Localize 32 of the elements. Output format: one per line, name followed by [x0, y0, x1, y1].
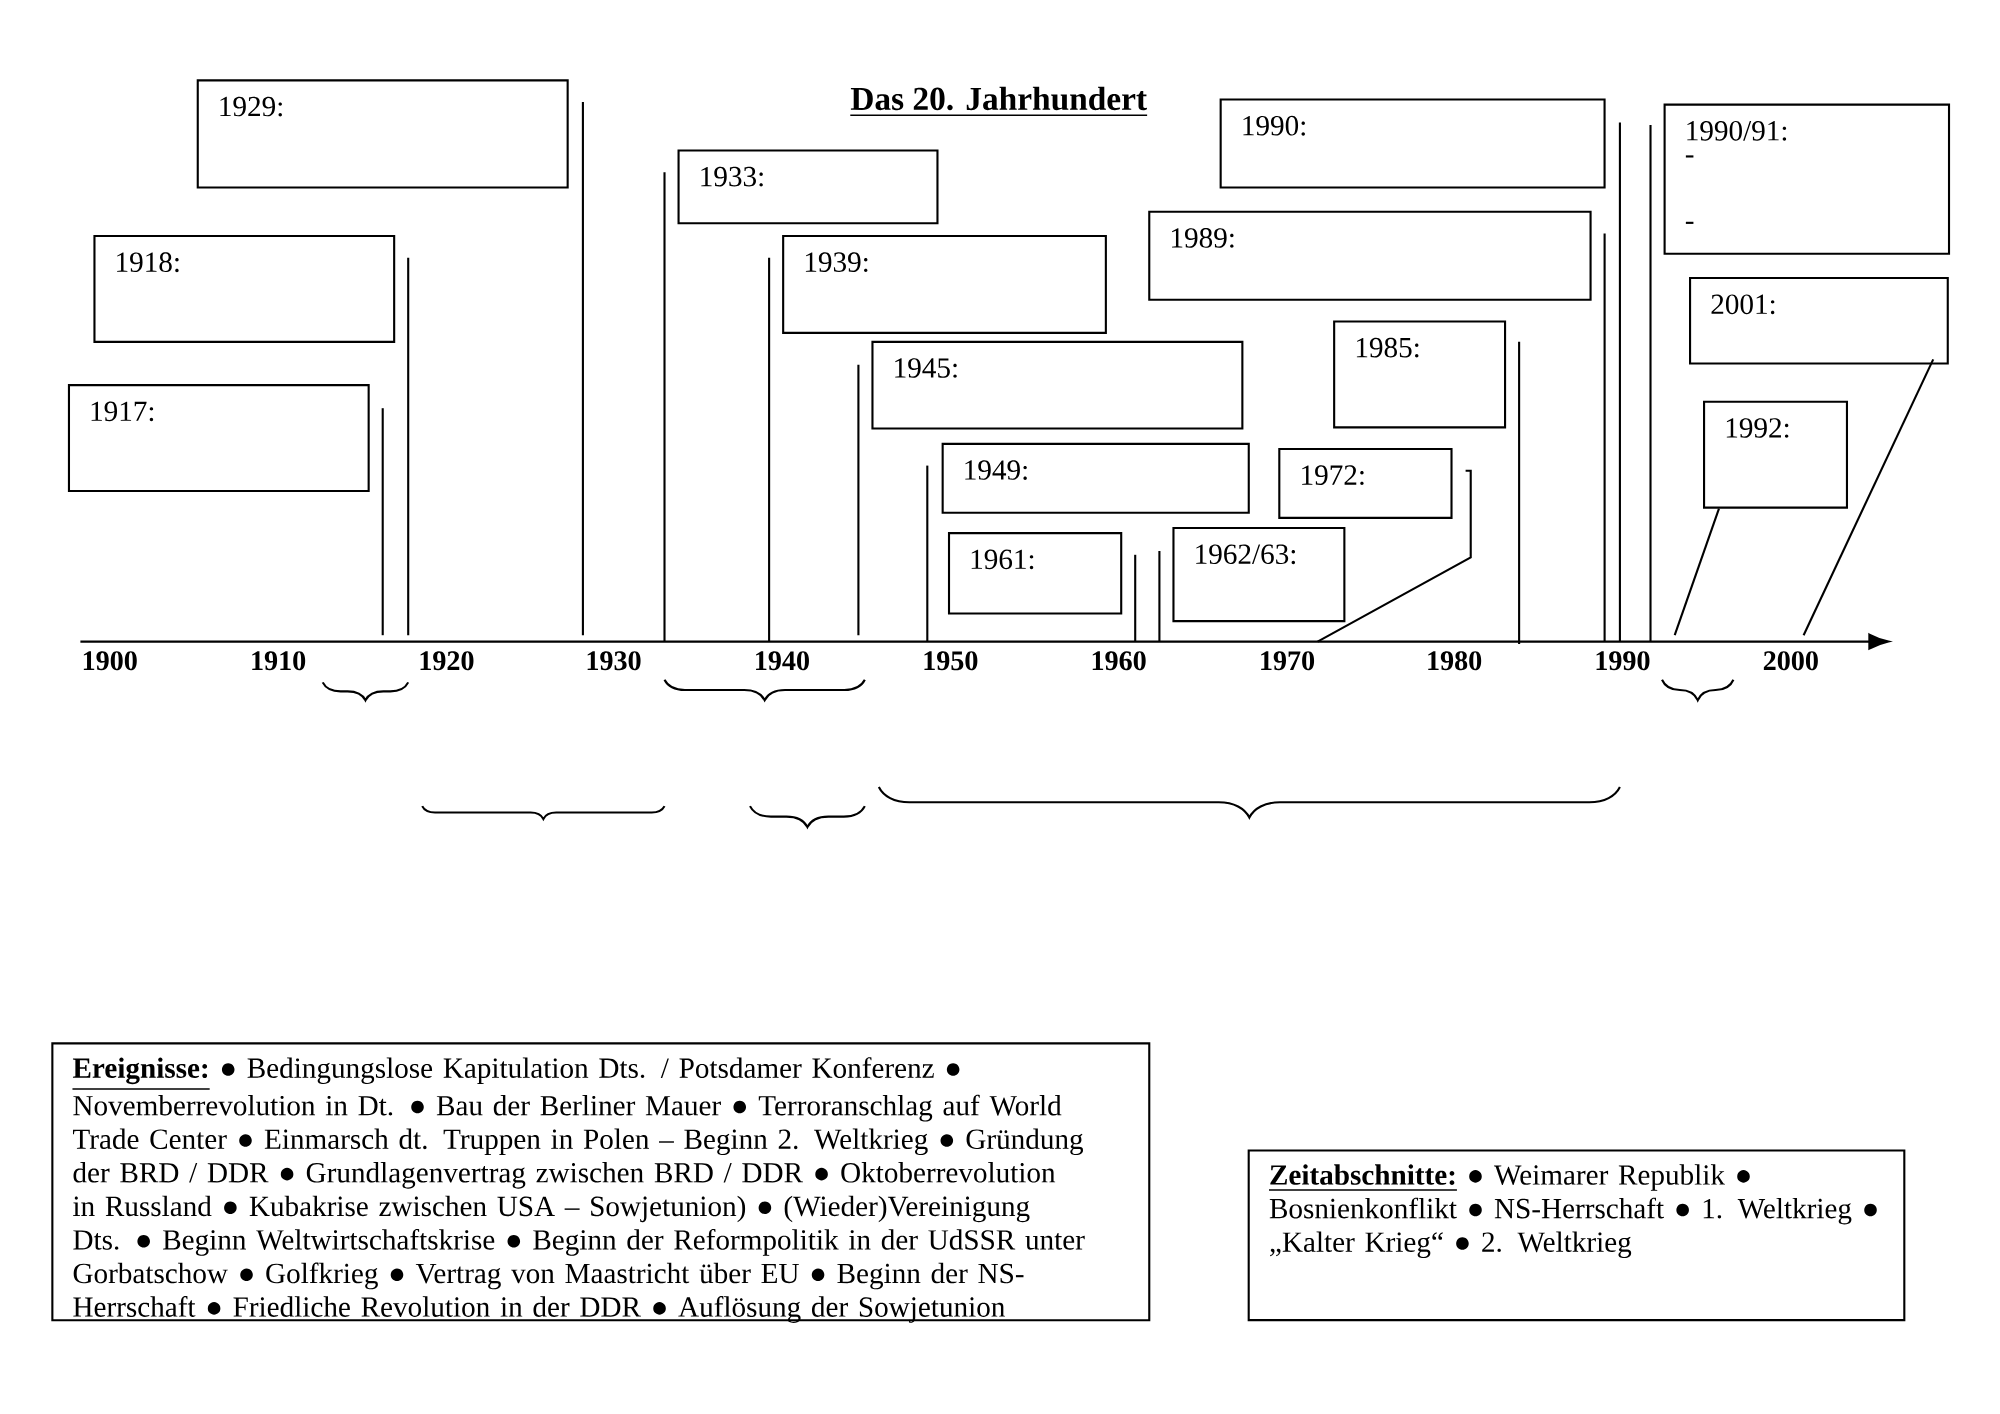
year-box: 1962/63:	[1172, 526, 1346, 622]
year-box: 1961:	[947, 531, 1123, 615]
axis-label: 1940	[756, 651, 809, 670]
text-box: Ereignisse: ● Bedingungslose Kapitulation Dts. / Potsdamer Konferenz ● Novemberrevolution in Dt. ● Bau der Berliner Mauer ● Terroranschlag auf World Trade Center ● Einmarsch dt. Truppen in Polen – Beginn 2. Weltkrieg ● Gründung der BRD / DDR ● Grundlagenvertrag zwischen BRD / DDR ● Oktoberrevolution in Russland ● Kubakrise zwischen USA – Sowjetunion) ● (Wieder)Vereinigung Dts. ● Beginn Weltwirtschaftskrise ● Beginn der Reformpolitik in der UdSSR unter Gorbatschow ● Golfkrieg ● Vertrag von Maastricht über EU ● Beginn der NS-Herrschaft ● Friedliche Revolution in der DDR ● Auflösung der Sowjetunion	[51, 1042, 1151, 1323]
year-box: 1990:	[1219, 98, 1606, 189]
year-box: 1990/91: - -	[1663, 103, 1951, 255]
year-box: 1933:	[677, 149, 939, 225]
year-box: 1917:	[67, 383, 370, 492]
year-box: 2001:	[1689, 276, 1949, 365]
year-box: 1945:	[871, 340, 1244, 430]
axis-label: 1990	[1596, 651, 1650, 670]
axis-label: 1930	[587, 651, 641, 670]
leader-line	[1673, 508, 1720, 636]
axis-label: 1920	[420, 651, 474, 670]
year-box: 1949:	[941, 442, 1250, 514]
year-box: 1992:	[1703, 400, 1848, 509]
text-box: Zeitabschnitte: ● Weimarer Republik ● Bosnienkonflikt ● NS-Herrschaft ● 1. Weltkrieg ● „Kalter Krieg“ ● 2. Weltkrieg	[1247, 1149, 1906, 1321]
leader-line	[1802, 358, 1935, 636]
year-box: 1972:	[1278, 447, 1453, 519]
title: Das 20. Jahrhundert	[849, 86, 1148, 116]
year-box: 1985:	[1333, 320, 1507, 429]
year-box: 1918:	[93, 234, 396, 343]
axis-label: 2000	[1763, 651, 1818, 670]
axis-label: 1960	[1092, 651, 1146, 670]
axis-label: 1910	[252, 651, 306, 670]
axis-label: 1970	[1261, 651, 1315, 670]
year-box: 1989:	[1148, 210, 1592, 301]
axis-label: 1950	[924, 651, 978, 670]
year-box: 1929:	[196, 79, 569, 189]
year-box: 1939:	[782, 234, 1107, 334]
axis-label: 1980	[1428, 651, 1482, 670]
axis-label: 1900	[83, 651, 137, 670]
